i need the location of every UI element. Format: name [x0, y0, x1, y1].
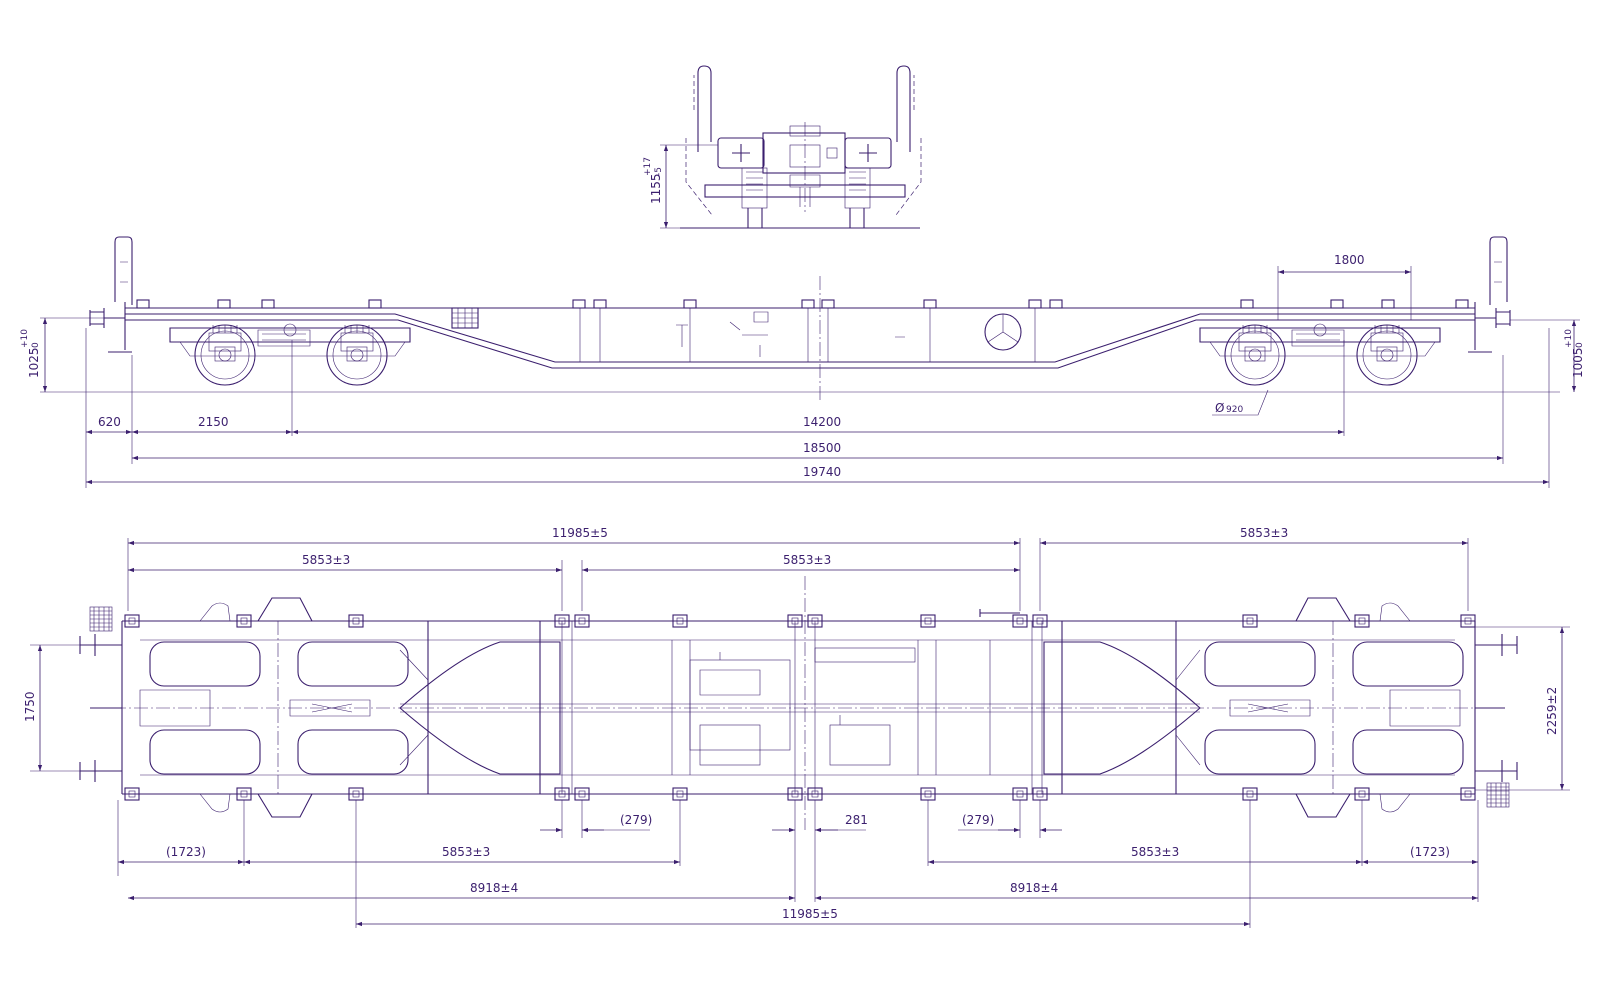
- bottom-left-long-label: 8918±4: [470, 881, 518, 895]
- left-height-label: 1025: [27, 347, 41, 378]
- spacing-right-label: (279): [962, 813, 994, 827]
- end-view-height-label: 1155: [649, 173, 663, 204]
- over-headstocks-dimension-label: 18500: [803, 441, 841, 455]
- left-height-tolerance-upper: +10: [20, 329, 30, 348]
- top-left-dimension-label: 5853±3: [302, 553, 350, 567]
- plan-left-width-label: 1750: [23, 691, 37, 722]
- plan-view: 1750 2259±2 11985±5 5853±3 5853±3 5853±3…: [23, 526, 1570, 928]
- bottom-left-end-label: (1723): [166, 845, 206, 859]
- plan-right-width-label: 2259±2: [1545, 687, 1559, 735]
- spacing-center-label: 281: [845, 813, 868, 827]
- bogie-centers-dimension-label: 14200: [803, 415, 841, 429]
- right-height-label: 1005: [1571, 347, 1585, 378]
- bottom-right-long-label: 8918±4: [1010, 881, 1058, 895]
- left-height-tolerance-lower: 0: [31, 342, 41, 348]
- end-view-height-tolerance-lower: -5: [654, 167, 664, 176]
- bottom-right-mid-label: 5853±3: [1131, 845, 1179, 859]
- right-height-tolerance-lower: 0: [1575, 342, 1585, 348]
- bottom-left-mid-label: 5853±3: [442, 845, 490, 859]
- top-long-dimension-label: 11985±5: [552, 526, 608, 540]
- top-right-dimension-label: 5853±3: [1240, 526, 1288, 540]
- end-view-height-tolerance-upper: +17: [643, 157, 653, 176]
- over-buffers-dimension-label: 19740: [803, 465, 841, 479]
- top-middle-dimension-label: 5853±3: [783, 553, 831, 567]
- bogie-offset-dimension-label: 2150: [198, 415, 229, 429]
- wheel-diameter-label: 920: [1226, 405, 1243, 415]
- end-view: 1155 +17 -5: [643, 65, 922, 229]
- bogie-wheelbase-label: 1800: [1334, 253, 1365, 267]
- bottom-total-label: 11985±5: [782, 907, 838, 921]
- spacing-left-label: (279): [620, 813, 652, 827]
- bottom-right-end-label: (1723): [1410, 845, 1450, 859]
- right-height-tolerance-upper: +10: [1564, 329, 1574, 348]
- overhang-dimension-label: 620: [98, 415, 121, 429]
- wheel-diameter-symbol: Ø: [1215, 401, 1224, 415]
- side-view: 1800 Ø 920 1025 +10 0 1005 +10 0 620 215…: [20, 236, 1585, 488]
